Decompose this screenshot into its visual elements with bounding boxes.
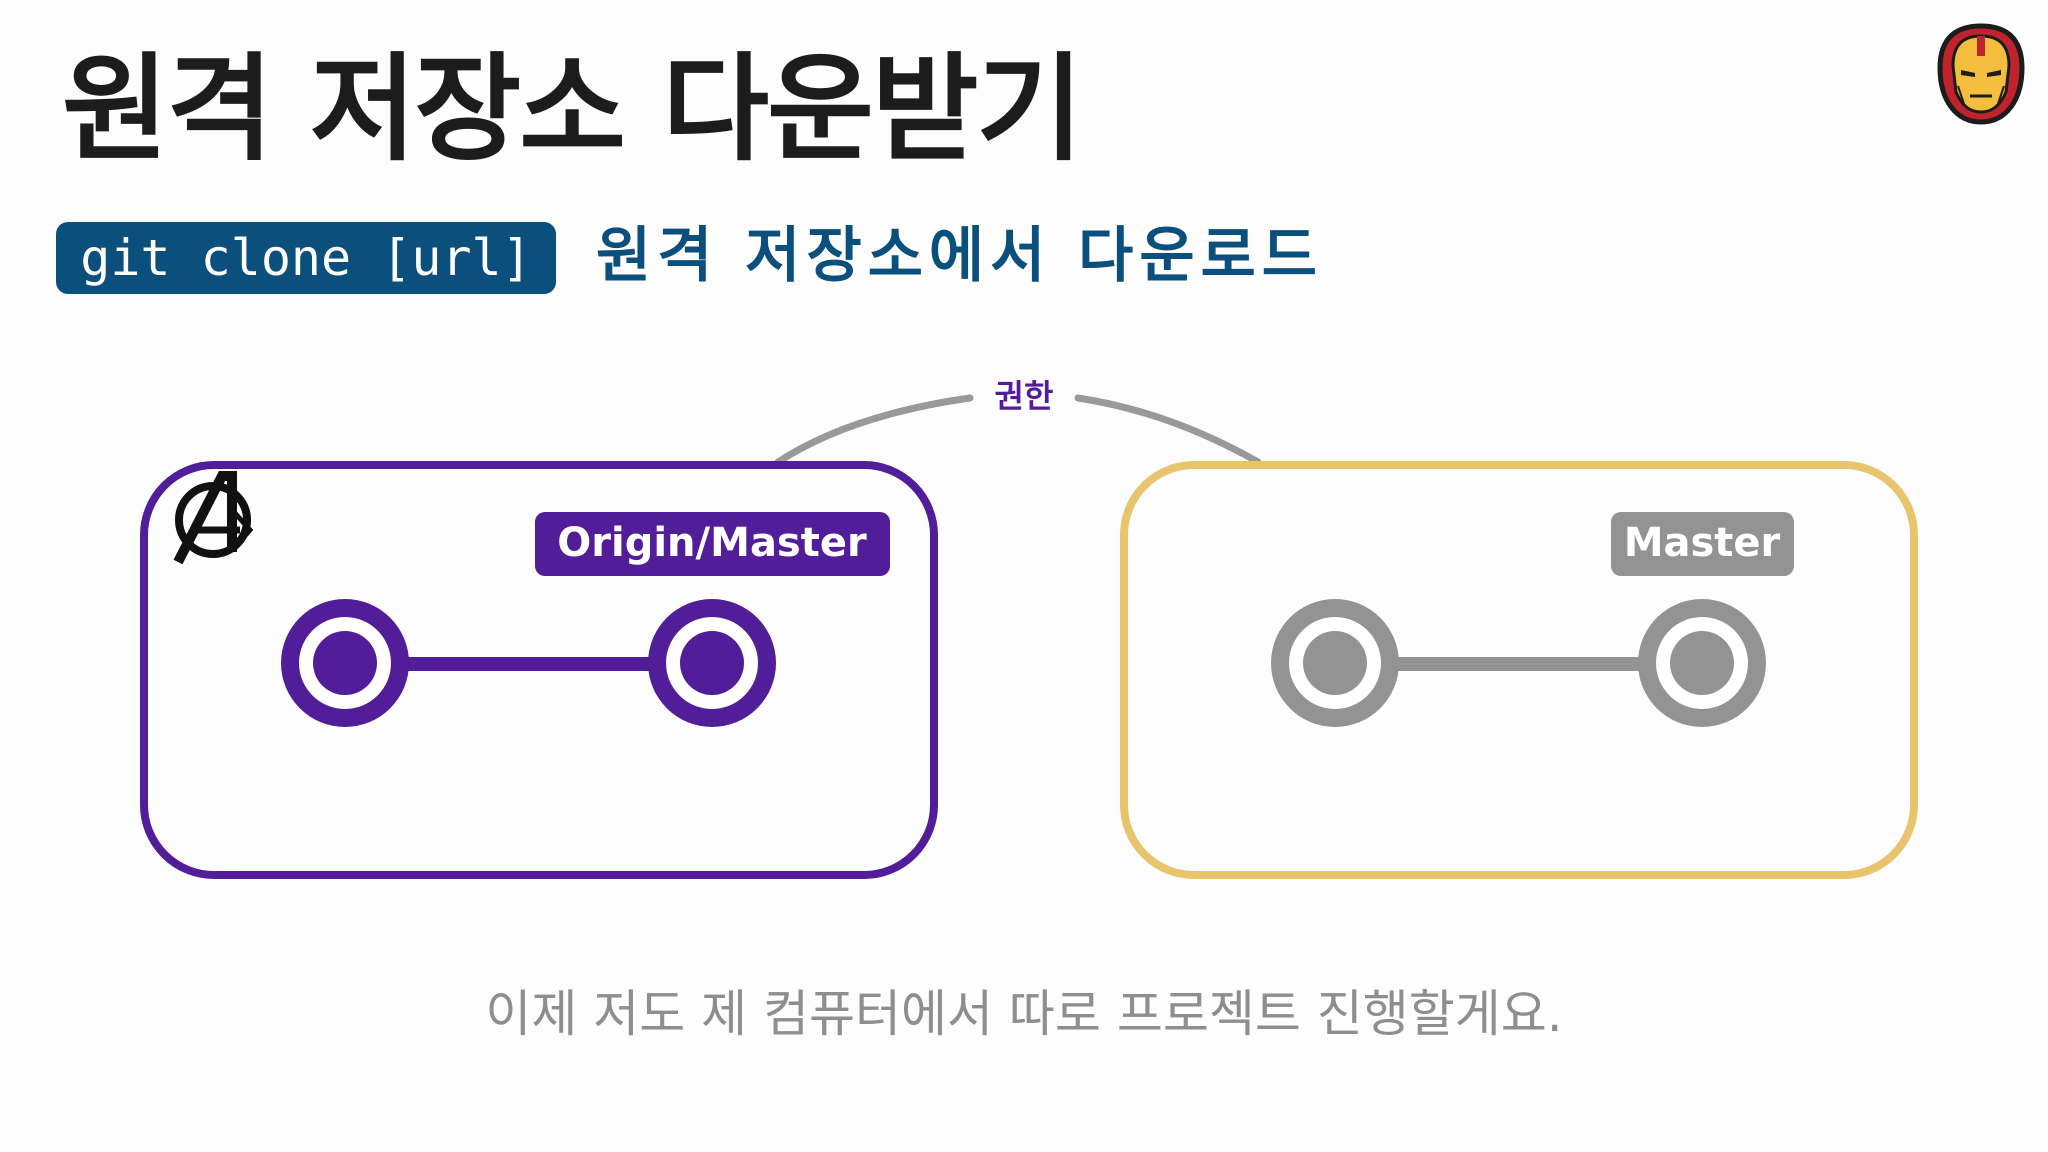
command-badge: git clone [url]	[56, 222, 556, 294]
remote-repository-box	[140, 461, 938, 879]
commit-node	[281, 599, 409, 727]
permission-label: 권한	[995, 377, 1054, 415]
avengers-logo-icon	[173, 471, 254, 565]
remote-repository: Origin/Master	[140, 461, 938, 879]
command-description: 원격 저장소에서 다운로드	[596, 221, 1323, 291]
commit-link	[1380, 657, 1670, 671]
master-label: Master	[1624, 520, 1781, 566]
commit-node	[1271, 599, 1399, 727]
origin-master-badge	[535, 512, 890, 576]
permission-connector	[1074, 394, 1262, 466]
origin-master-label: Origin/Master	[557, 520, 867, 566]
commit-node	[1638, 599, 1766, 727]
local-repository-box	[1120, 461, 1918, 879]
iron-man-icon	[1937, 23, 2025, 125]
video-subtitle: 이제 저도 제 컴퓨터에서 따로 프로젝트 진행할게요.	[485, 985, 1563, 1043]
page-title: 원격 저장소 다운받기	[62, 42, 1083, 177]
master-badge	[1611, 512, 1794, 576]
local-repository: Master	[1120, 461, 1918, 879]
permission-connector	[774, 394, 974, 466]
commit-link	[390, 657, 680, 671]
commit-node	[648, 599, 776, 727]
